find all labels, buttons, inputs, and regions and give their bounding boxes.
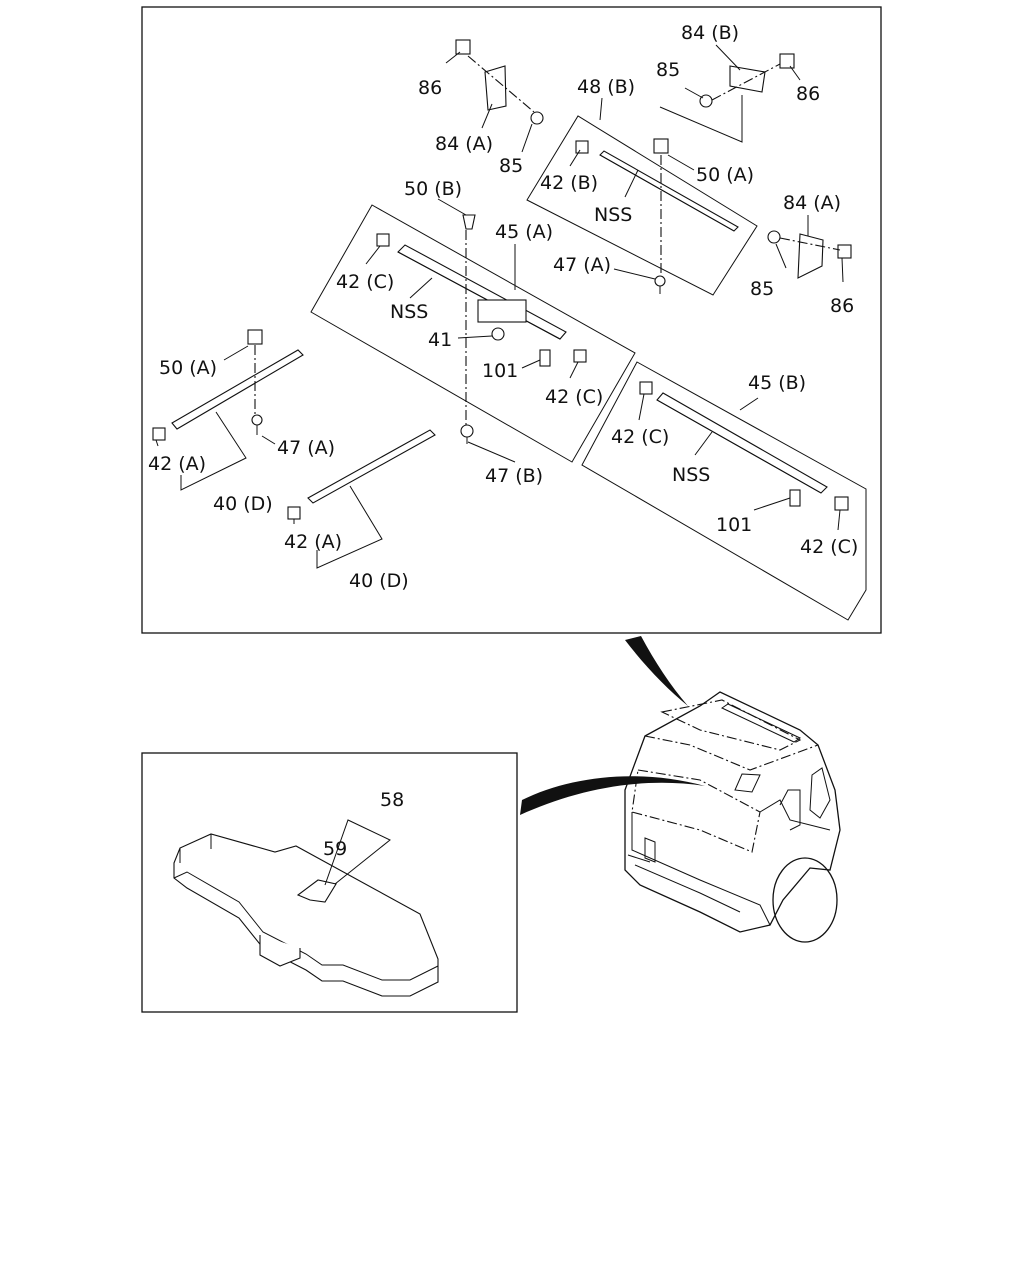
label-101-a: 101 <box>482 360 518 382</box>
clip-42a-a <box>152 427 166 441</box>
label-59: 59 <box>323 838 347 860</box>
label-47b: 47 (B) <box>485 465 543 487</box>
rail-45b <box>656 392 828 494</box>
label-nss-b: NSS <box>390 301 428 323</box>
screw-47b <box>460 424 474 444</box>
rail-40d-a <box>171 349 304 430</box>
box-45a <box>310 204 636 463</box>
bracket-84a-a <box>484 65 507 111</box>
clip-86-c <box>837 244 852 259</box>
leader-lines <box>155 44 844 569</box>
screw-47a-b <box>251 414 263 435</box>
label-58: 58 <box>380 789 404 811</box>
clip-42c-b <box>573 349 587 363</box>
screw-101-a <box>539 349 551 367</box>
clip-42c-d <box>834 496 849 511</box>
label-50a-a: 50 (A) <box>696 164 754 186</box>
label-50a-b: 50 (A) <box>159 357 217 379</box>
label-47a-a: 47 (A) <box>553 254 611 276</box>
pointer-lower <box>520 776 705 815</box>
label-48b: 48 (B) <box>577 76 635 98</box>
leader-58-59 <box>324 819 391 886</box>
bracket-84a-b <box>797 233 824 279</box>
screw-85-a <box>530 111 544 125</box>
clip-42a-b <box>287 506 301 520</box>
clip-86-b <box>779 53 795 69</box>
label-86-c: 86 <box>830 295 854 317</box>
axis-85-86-b <box>711 63 781 101</box>
label-42a-a: 42 (A) <box>148 453 206 475</box>
visor-part <box>173 833 439 997</box>
clip-42b <box>575 140 589 154</box>
label-84b: 84 (B) <box>681 22 739 44</box>
label-42c-a: 42 (C) <box>336 271 394 293</box>
label-42c-b: 42 (C) <box>545 386 603 408</box>
nut-41 <box>491 327 505 341</box>
label-45b: 45 (B) <box>748 372 806 394</box>
rail-45a <box>397 244 567 340</box>
clip-50b <box>462 214 476 230</box>
label-42c-c: 42 (C) <box>611 426 669 448</box>
label-50b: 50 (B) <box>404 178 462 200</box>
label-41: 41 <box>428 329 452 351</box>
screw-101-b <box>789 489 801 507</box>
label-nss-a: NSS <box>594 204 632 226</box>
label-47a-b: 47 (A) <box>277 437 335 459</box>
upper-panel-frame <box>141 6 882 634</box>
axis-85-86-c <box>779 237 841 251</box>
clip-50a-b <box>247 329 263 345</box>
screw-47a-a <box>654 275 666 294</box>
lower-panel-frame <box>141 752 518 1013</box>
clip-42c-a <box>376 233 390 247</box>
box-48b <box>526 115 758 296</box>
link-84b-50a <box>659 95 743 143</box>
clip-50a-a <box>653 138 669 154</box>
axis-86-85 <box>467 55 535 113</box>
pointer-upper <box>625 636 688 706</box>
bracket-84b <box>729 65 766 93</box>
truck-cab-illustration <box>624 691 841 943</box>
label-86-a: 86 <box>418 77 442 99</box>
label-40d-a: 40 (D) <box>213 493 273 515</box>
label-85-b: 85 <box>656 59 680 81</box>
upper-panel: 86 84 (A) 85 84 (B) 85 86 48 (B) 42 (B) … <box>141 6 882 634</box>
clip-86-a <box>455 39 471 55</box>
label-42c-d: 42 (C) <box>800 536 858 558</box>
label-40d-b: 40 (D) <box>349 570 409 592</box>
label-85-a: 85 <box>499 155 523 177</box>
label-84a-a: 84 (A) <box>435 133 493 155</box>
label-85-c: 85 <box>750 278 774 300</box>
screw-85-c <box>767 230 781 244</box>
clip-42c-c <box>639 381 653 395</box>
rail-40d-b <box>307 429 436 504</box>
label-86-b: 86 <box>796 83 820 105</box>
box-45b <box>581 361 867 621</box>
upper-labels: 86 84 (A) 85 84 (B) 85 86 48 (B) 42 (B) … <box>148 22 858 592</box>
label-nss-c: NSS <box>672 464 710 486</box>
rail-48b <box>599 150 739 232</box>
label-45a: 45 (A) <box>495 221 553 243</box>
label-42a-b: 42 (A) <box>284 531 342 553</box>
label-42b: 42 (B) <box>540 172 598 194</box>
lower-panel: 58 59 <box>141 752 518 1013</box>
label-84a-b: 84 (A) <box>783 192 841 214</box>
label-101-b: 101 <box>716 514 752 536</box>
